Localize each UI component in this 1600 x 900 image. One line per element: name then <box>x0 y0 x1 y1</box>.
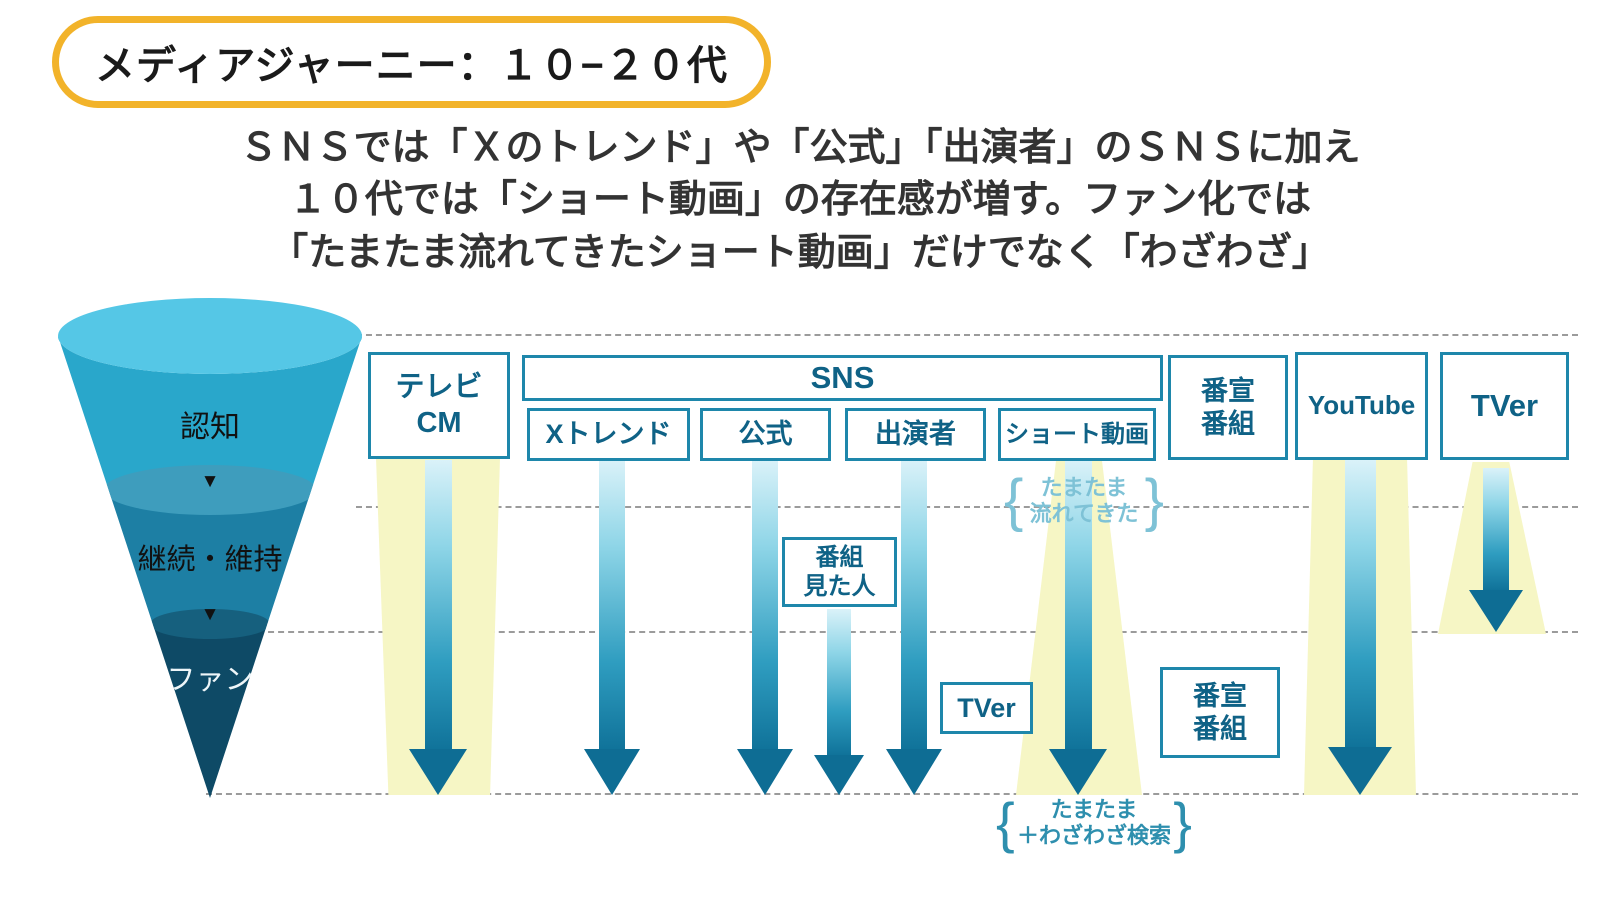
funnel-divider-2: ▼ <box>200 604 220 625</box>
box-official: 公式 <box>700 408 831 461</box>
flow-arrow-official <box>737 460 793 795</box>
box-tv-cm: テレビ CM <box>368 352 510 459</box>
subtitle: ＳＮＳでは「Ｘのトレンド」や「公式」「出演者」のＳＮＳに加え １０代では「ショー… <box>10 122 1590 279</box>
dashed-line-awareness <box>356 334 1578 336</box>
box-promo-program-mid: 番宣 番組 <box>1160 667 1280 758</box>
funnel-stage-awareness: 認知 <box>180 411 240 444</box>
brace-close: } <box>1173 791 1192 855</box>
page-title: メディアジャーニー：１０−２０代 <box>52 16 771 108</box>
subtitle-line-2: １０代では「ショート動画」の存在感が増す。ファン化では <box>288 179 1312 222</box>
flow-arrow-youtube <box>1328 460 1392 795</box>
subtitle-line-1: ＳＮＳでは「Ｘのトレンド」や「公式」「出演者」のＳＮＳに加え <box>239 127 1361 169</box>
box-tver-top: TVer <box>1440 352 1569 460</box>
brace-close: } <box>1144 468 1164 534</box>
flow-arrow-watched-program <box>814 609 864 795</box>
funnel-divider-1: ▼ <box>200 471 220 492</box>
subtitle-line-3: 「たまたま流れてきたショート動画」だけでなく「わざわざ」 <box>270 231 1330 274</box>
box-promo-program-top: 番宣 番組 <box>1168 355 1288 460</box>
box-youtube: YouTube <box>1295 352 1428 460</box>
box-watched-program: 番組 見た人 <box>782 537 897 607</box>
funnel-stage-retention: 継続・維持 <box>137 544 283 576</box>
dashed-line-retention <box>356 506 1578 508</box>
funnel-stage-fan: ファン <box>166 664 254 696</box>
box-performers: 出演者 <box>845 408 986 461</box>
flow-arrow-performers <box>886 460 942 795</box>
flow-arrow-tv-cm <box>409 460 467 795</box>
flow-arrow-x-trend <box>584 460 640 795</box>
note-serendipity-text: たまたま 流れてきた <box>1029 474 1139 526</box>
note-search-intent: { たまたま ＋わざわざ検索 } <box>996 794 1192 852</box>
box-x-trend: Xトレンド <box>527 408 690 461</box>
note-search-intent-text: たまたま ＋わざわざ検索 <box>1016 796 1171 848</box>
box-tver-mid: TVer <box>940 682 1033 734</box>
funnel-cone <box>58 298 362 798</box>
box-short-video: ショート動画 <box>998 408 1156 461</box>
flow-arrow-tver <box>1469 468 1523 632</box>
flow-arrow-short-video <box>1049 460 1107 795</box>
box-sns: SNS <box>522 355 1163 401</box>
brace-open: { <box>996 791 1015 855</box>
note-serendipity: { たまたま 流れてきた } <box>1004 470 1164 532</box>
brace-open: { <box>1004 468 1024 534</box>
